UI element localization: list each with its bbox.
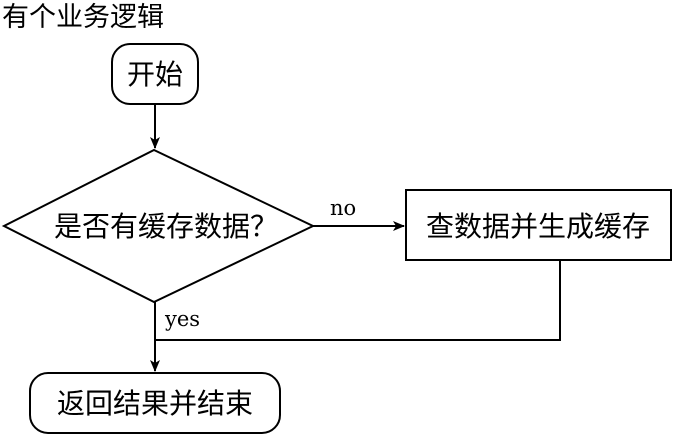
edge-yes-label: yes	[164, 307, 200, 331]
edge-no-label: no	[330, 196, 356, 220]
start-node: 开始	[111, 43, 199, 105]
diagram-title: 有个业务逻辑	[2, 2, 164, 33]
query-node: 查数据并生成缓存	[405, 189, 672, 261]
query-node-label: 查数据并生成缓存	[426, 210, 650, 243]
decision-node-label: 是否有缓存数据？	[54, 210, 278, 243]
end-node: 返回结果并结束	[29, 372, 281, 434]
decision-node: 是否有缓存数据？	[1, 148, 316, 304]
start-node-label: 开始	[127, 58, 183, 91]
end-node-label: 返回结果并结束	[57, 387, 253, 420]
edge-query-to-end	[155, 260, 561, 341]
